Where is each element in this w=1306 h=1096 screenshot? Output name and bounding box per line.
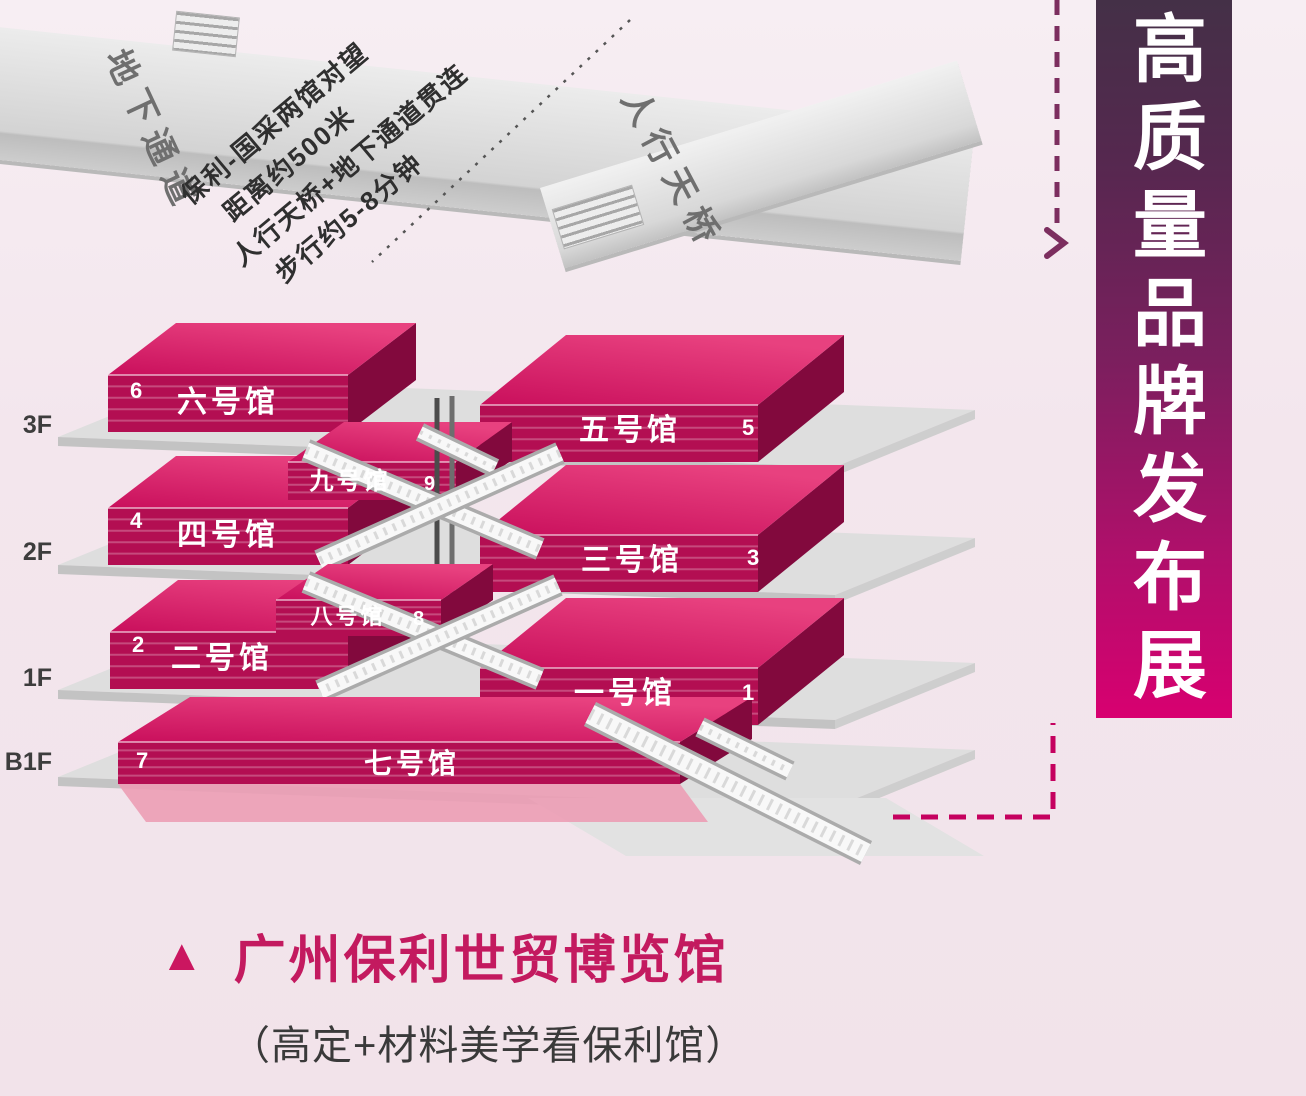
floor-label-2f: 2F: [23, 538, 52, 566]
floor-label-1f: 1F: [23, 664, 52, 692]
hall-7-reflection: [118, 784, 708, 822]
hall-3-name: 三号馆: [581, 543, 683, 577]
escalator-steps: [698, 724, 792, 774]
hall-box-top: [480, 598, 844, 668]
venue-title: 广州保利世贸博览馆: [233, 932, 729, 990]
hall-1-name: 一号馆: [574, 676, 676, 710]
hall-7-number: 7: [136, 748, 148, 773]
escalator-steps: [587, 708, 869, 859]
hall-box-side: [758, 465, 844, 592]
floor-label-b1f: B1F: [5, 748, 52, 776]
hall-6-name: 六号馆: [177, 385, 279, 419]
venue-caption: ▲ 广州保利世贸博览馆 （高定+材料美学看保利馆）: [160, 918, 746, 1071]
hall-5-name: 五号馆: [579, 413, 681, 447]
hall-box-side: [441, 564, 493, 636]
hall-2-number: 2: [132, 632, 144, 657]
hall-box-side: [758, 598, 844, 725]
hall-3-number: 3: [747, 545, 759, 570]
escalator-steps: [304, 446, 542, 553]
headline-banner: 高质量品牌发布展: [1096, 0, 1232, 718]
hall-box-top: [108, 323, 416, 375]
floor-slab-edge: [835, 410, 975, 476]
floor-slab-edge: [835, 538, 975, 604]
hall-box-top: [480, 335, 844, 405]
hall-box-front: [110, 632, 348, 689]
escalator-steps: [317, 449, 562, 565]
hall-box-side: [758, 335, 844, 462]
headline-text: 高质量品牌发布展: [1122, 10, 1206, 714]
floor-slab-edge: [835, 663, 975, 729]
escalator-steps: [318, 581, 560, 695]
hall-box-front: [108, 375, 348, 432]
hall-8-name: 八号馆: [310, 604, 385, 629]
hall-box-front: [118, 742, 680, 784]
hall-4-name: 四号馆: [177, 518, 279, 552]
triangle-marker-icon: ▲: [160, 930, 204, 980]
hall-5-number: 5: [742, 415, 754, 440]
escalator-steps: [419, 430, 496, 470]
chevron-arrow-icon: [1044, 227, 1069, 259]
walking-route-dotted-line: [371, 19, 631, 263]
venue-subtitle: （高定+材料美学看保利馆）: [230, 1024, 747, 1068]
hall-9-number: 9: [424, 473, 435, 495]
hall-1-number: 1: [742, 680, 754, 705]
hall-6-number: 6: [130, 378, 142, 403]
hall-4-number: 4: [130, 508, 143, 533]
hall-box-front: [108, 508, 348, 565]
hall-8-number: 8: [413, 608, 424, 630]
hall-2-name: 二号馆: [171, 641, 273, 675]
hall-box-top: [480, 465, 844, 535]
floor-label-3f: 3F: [23, 411, 52, 439]
building-layers: [58, 323, 984, 866]
hall-7-name: 七号馆: [364, 747, 460, 779]
hall-9-name: 九号馆: [309, 467, 391, 495]
hall-box-side: [348, 323, 416, 432]
escalator-steps: [304, 578, 542, 683]
